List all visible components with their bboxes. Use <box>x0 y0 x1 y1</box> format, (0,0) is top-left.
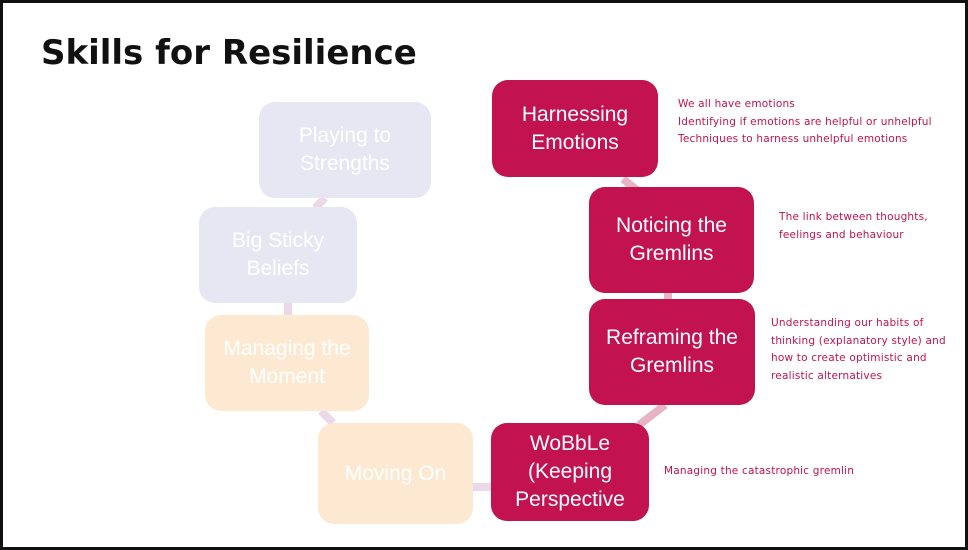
note-harnessing-line-1: We all have emotions <box>678 98 795 110</box>
step-playing-to-strengths-line-2: Strengths <box>300 152 390 175</box>
step-big-sticky-beliefs-line-2: Beliefs <box>246 257 310 280</box>
note-wobble: Managing the catastrophic gremlin <box>664 463 854 481</box>
step-managing-the-moment: Managing the Moment <box>205 315 369 411</box>
step-noticing-the-gremlins: Noticing the Gremlins <box>589 187 754 293</box>
step-playing-to-strengths: Playing to Strengths <box>259 102 431 198</box>
step-moving-on: Moving On <box>318 423 473 524</box>
note-harnessing-emotions: We all have emotions Identifying if emot… <box>678 96 932 149</box>
step-moving-on-line-1: Moving On <box>344 461 447 485</box>
connector-reframing-wobble <box>636 401 668 429</box>
note-noticing-line-1: The link between thoughts, <box>779 211 928 223</box>
step-big-sticky-beliefs-line-1: Big Sticky <box>231 229 325 252</box>
note-reframing-line-4: realistic alternatives <box>771 369 883 382</box>
note-harnessing-line-2: Identifying if emotions are helpful or u… <box>678 115 932 128</box>
connector-moving-on-managing <box>318 408 336 426</box>
step-wobble-line-2: (Keeping <box>527 460 613 483</box>
step-noticing-the-gremlins-line-1: Noticing the <box>616 214 727 237</box>
step-noticing-the-gremlins-line-2: Gremlins <box>629 242 714 265</box>
step-wobble-keeping-perspective: WoBbLe (Keeping Perspective <box>491 423 649 521</box>
connector-beliefs-strengths <box>312 195 328 211</box>
step-managing-the-moment-line-1: Managing the <box>223 337 351 360</box>
note-wobble-line-1: Managing the catastrophic gremlin <box>664 465 855 477</box>
step-playing-to-strengths-line-1: Playing to <box>298 124 392 147</box>
step-reframing-the-gremlins: Reframing the Gremlins <box>589 299 755 405</box>
note-noticing-line-2: feelings and behaviour <box>779 228 904 241</box>
step-reframing-the-gremlins-line-1: Reframing the <box>606 326 738 349</box>
note-harnessing-line-3: Techniques to harness unhelpful emotions <box>678 133 908 145</box>
slide-title: Skills for Resilience <box>41 33 417 73</box>
step-harnessing-emotions-line-1: Harnessing <box>521 102 629 126</box>
step-wobble-line-1: WoBbLe <box>529 432 611 455</box>
step-harnessing-emotions: Harnessing Emotions <box>492 80 658 177</box>
step-big-sticky-beliefs: Big Sticky Beliefs <box>199 207 357 303</box>
note-reframing-line-3: how to create optimistic and <box>771 352 927 364</box>
note-reframing-line-1: Understanding our habits of <box>771 317 924 329</box>
note-reframing-the-gremlins: Understanding our habits of thinking (ex… <box>771 315 946 385</box>
step-wobble-line-3: Perspective <box>515 488 625 511</box>
step-managing-the-moment-line-2: Moment <box>249 365 325 388</box>
step-reframing-the-gremlins-line-2: Gremlins <box>629 354 714 377</box>
note-reframing-line-2: thinking (explanatory style) and <box>771 334 946 347</box>
note-noticing-the-gremlins: The link between thoughts, feelings and … <box>779 209 928 244</box>
step-harnessing-emotions-line-2: Emotions <box>531 130 619 154</box>
